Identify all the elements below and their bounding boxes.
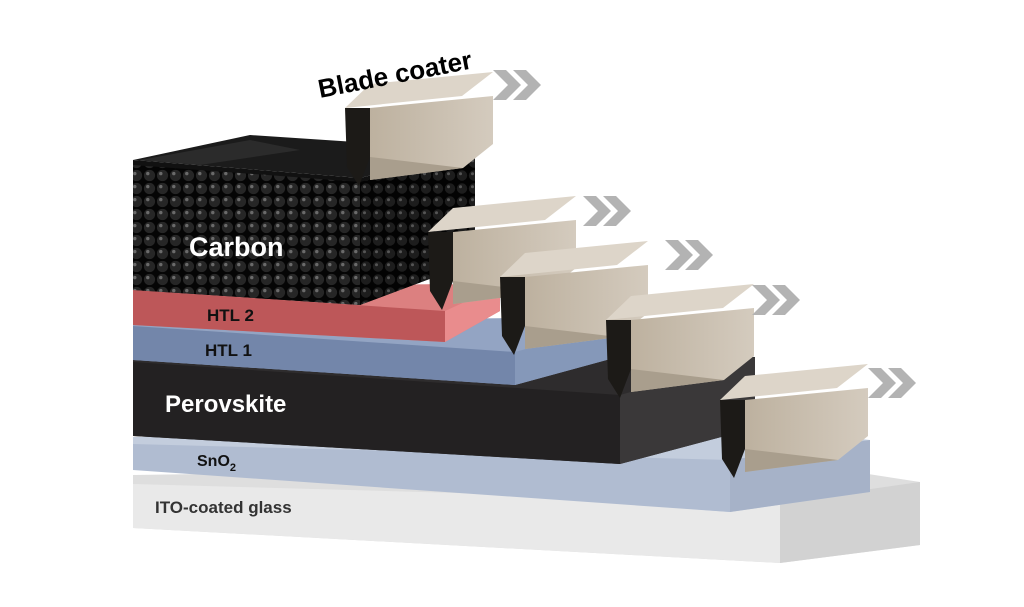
chevron-right-icon <box>888 368 916 398</box>
blade-bevel <box>745 449 838 472</box>
blade-tip <box>720 400 745 478</box>
perovskite-front <box>133 362 620 464</box>
chevron-right-icon <box>603 196 631 226</box>
carbon-label: Carbon <box>189 232 284 262</box>
double-chevron-right-icon <box>665 240 713 270</box>
blade-top <box>720 364 868 400</box>
ito-label: ITO-coated glass <box>155 498 292 517</box>
blade-top <box>428 196 576 232</box>
blade-tip <box>345 108 370 186</box>
double-chevron-right-icon <box>752 285 800 315</box>
chevron-right-icon <box>493 70 521 100</box>
blade-coater-1 <box>345 72 493 186</box>
blade-tip <box>606 320 631 398</box>
chevron-right-icon <box>583 196 611 226</box>
blade-tip <box>428 232 453 310</box>
blade-coater-4 <box>606 284 754 398</box>
perovskite-label: Perovskite <box>165 391 286 418</box>
chevron-right-icon <box>772 285 800 315</box>
blade-bevel <box>525 326 618 349</box>
blade-face <box>370 96 493 180</box>
blade-face <box>745 388 868 472</box>
blade-bevel <box>370 157 463 180</box>
chevron-right-icon <box>665 240 693 270</box>
ito-glass-side <box>780 482 920 563</box>
direction-arrows <box>493 70 916 398</box>
htl2-side <box>445 286 500 342</box>
perovskite-side <box>620 357 755 464</box>
blade-coaters <box>345 72 868 478</box>
sno2-label-base: SnO <box>197 453 230 470</box>
double-chevron-right-icon <box>493 70 541 100</box>
blade-top <box>606 284 754 320</box>
chevron-right-icon <box>868 368 896 398</box>
htl2-layer <box>133 284 500 342</box>
blade-top <box>345 72 493 108</box>
htl1-front <box>133 326 515 385</box>
blade-face <box>631 308 754 392</box>
double-chevron-right-icon <box>583 196 631 226</box>
htl2-front <box>133 290 445 342</box>
sno2-label-subscript: 2 <box>230 462 236 474</box>
htl2-label: HTL 2 <box>207 306 254 325</box>
chevron-right-icon <box>513 70 541 100</box>
chevron-right-icon <box>752 285 780 315</box>
carbon-top-texture <box>140 140 300 165</box>
blade-tip <box>500 277 525 355</box>
perovskite-layer <box>133 352 755 464</box>
carbon-front <box>133 165 360 305</box>
sno2-label: SnO2 <box>197 453 236 474</box>
double-chevron-right-icon <box>868 368 916 398</box>
chevron-right-icon <box>685 240 713 270</box>
blade-bevel <box>453 281 546 304</box>
blade-bevel <box>631 369 724 392</box>
blade-coater-5 <box>720 364 868 478</box>
blade-top <box>500 241 648 277</box>
htl1-label: HTL 1 <box>205 341 252 360</box>
